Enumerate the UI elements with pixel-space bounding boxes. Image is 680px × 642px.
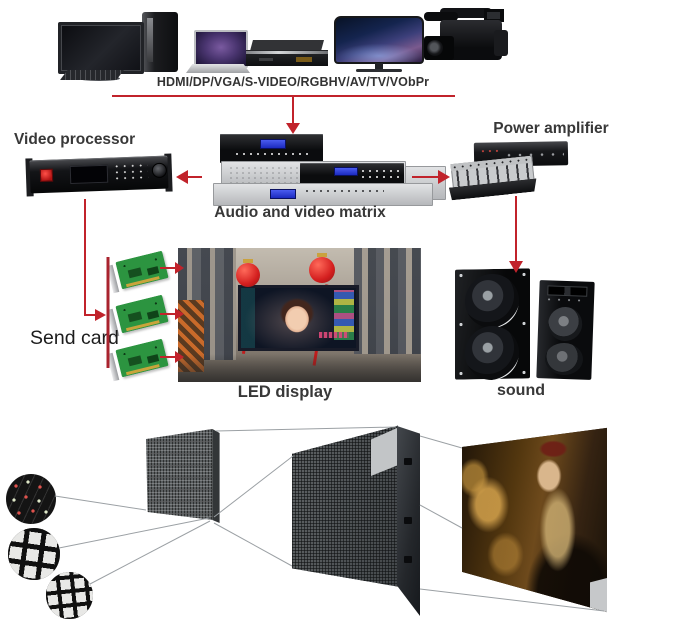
dvd-player-icon xyxy=(246,40,328,68)
dvd-player-top xyxy=(250,40,324,51)
cabinet-to-screen-top-line xyxy=(419,435,463,449)
camera-handle xyxy=(440,8,492,18)
screen-color-bars xyxy=(334,290,354,340)
red-lantern-icon xyxy=(236,259,260,287)
led-cabinet-icon xyxy=(292,424,424,618)
cabinet-lock xyxy=(404,556,412,563)
screen-image-face xyxy=(279,300,315,340)
screen-missing-module-patch xyxy=(590,578,607,613)
desktop-keyboard xyxy=(60,70,124,80)
matrix-lcd xyxy=(260,139,286,149)
matrix-buttons xyxy=(304,188,384,195)
audio-video-matrix-label: Audio and video matrix xyxy=(214,204,386,221)
card-pcb xyxy=(115,294,169,334)
power-button xyxy=(39,168,54,183)
laptop-icon xyxy=(186,30,250,74)
send-card-icon xyxy=(106,250,172,294)
arrow-left-to-processor-icon xyxy=(176,170,188,184)
matrix-unit-top xyxy=(220,134,323,163)
camera-viewfinder xyxy=(484,9,504,22)
video-camera-icon xyxy=(424,4,516,78)
card-pcb xyxy=(115,338,169,378)
camera-microphone xyxy=(424,12,458,21)
led-module-back-closeup-icon xyxy=(46,572,93,619)
dvd-player-front xyxy=(246,50,328,66)
card-pcb xyxy=(115,250,169,290)
power-amplifier-label: Power amplifier xyxy=(493,120,609,137)
tv-screen xyxy=(334,16,424,64)
arrow-right-to-bus-icon xyxy=(95,309,106,321)
speaker-ports xyxy=(547,285,588,297)
lantern-cap xyxy=(317,253,327,257)
speaker-knobs xyxy=(544,296,588,304)
led-chip-grid xyxy=(46,572,93,619)
module-face xyxy=(146,429,213,520)
building-facade-right xyxy=(354,248,421,354)
video-processor-label: Video processor xyxy=(14,131,136,148)
module-to-cabinet-bottom-line xyxy=(213,522,293,567)
lantern-cap xyxy=(243,259,253,263)
laptop-base xyxy=(186,64,250,73)
matrix-lcd xyxy=(270,189,296,199)
laptop-screen xyxy=(194,30,248,68)
matrix-buttons xyxy=(360,168,400,180)
closeup1-to-module-line xyxy=(54,495,147,511)
processor-display xyxy=(69,164,109,185)
screen-caption-strip xyxy=(319,332,349,338)
camera-grip xyxy=(494,30,508,56)
outdoor-led-screen xyxy=(238,285,359,351)
closeup3-to-module-line xyxy=(89,520,211,585)
cabinet-lock xyxy=(404,458,412,465)
desktop-tower xyxy=(142,12,178,72)
speaker-right-icon xyxy=(536,280,595,380)
signal-types-label: HDMI/DP/VGA/S-VIDEO/RGBHV/AV/TV/VObPr xyxy=(156,75,430,89)
dip-led-pixel-closeup-icon xyxy=(6,474,56,524)
matrix-lcd xyxy=(334,167,358,176)
processor-buttons xyxy=(113,162,149,182)
tv-stand xyxy=(375,63,383,70)
arrow-down-to-matrix-icon xyxy=(286,123,300,134)
speaker-left-icon xyxy=(455,268,530,381)
video-processor-icon xyxy=(25,147,173,202)
desktop-monitor xyxy=(58,22,144,74)
tv-icon xyxy=(334,16,424,74)
led-display-label: LED display xyxy=(237,383,333,401)
mixer-icon xyxy=(446,152,538,203)
matrix-unit-overlay xyxy=(300,163,404,185)
smd-module-closeup-icon xyxy=(8,528,60,580)
cabinet-to-screen-mid-line xyxy=(419,504,463,529)
speaker-driver xyxy=(465,273,519,329)
amplifier-leds xyxy=(479,148,500,154)
cabinet-lock xyxy=(404,517,412,524)
speaker-driver xyxy=(465,325,519,381)
red-lantern-icon xyxy=(309,253,335,283)
sound-label: sound xyxy=(497,382,545,399)
street-ground xyxy=(178,354,421,382)
led-display-photo xyxy=(178,248,421,382)
module-to-cabinet-left-line xyxy=(213,455,294,518)
send-card-label: Send card xyxy=(30,327,119,349)
processor-to-sendcards-line xyxy=(84,199,95,316)
speaker-driver xyxy=(547,306,583,342)
led-screen-image-icon xyxy=(462,427,607,613)
matrix-unit-bottom xyxy=(213,183,433,206)
led-module-panel-icon xyxy=(142,426,222,526)
desktop-computer-icon xyxy=(58,12,186,81)
speaker-driver xyxy=(544,342,584,376)
camera-lens xyxy=(424,36,454,60)
tv-base xyxy=(356,69,402,72)
matrix-buttons xyxy=(234,151,310,158)
led-chip-grid xyxy=(8,528,60,580)
